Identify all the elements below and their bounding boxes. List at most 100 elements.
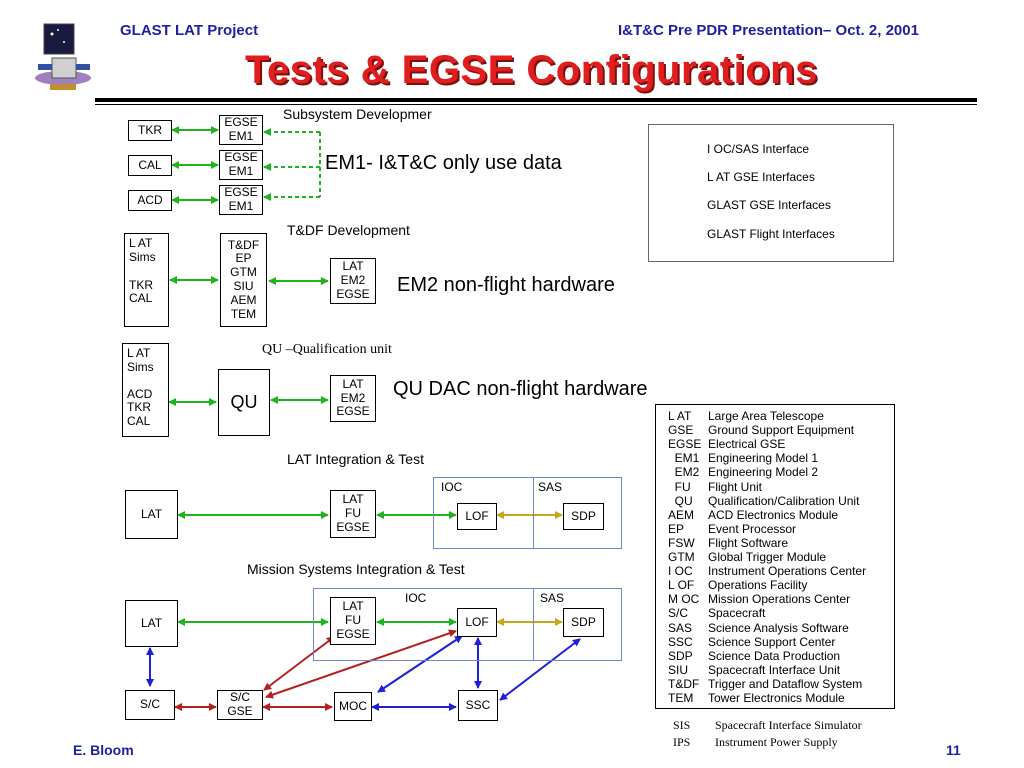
glossary-abbr: EP <box>668 521 685 536</box>
msit-ioc-label: IOC <box>405 591 427 605</box>
title-rule-thick <box>95 98 977 102</box>
egse-line: LAT <box>342 376 364 391</box>
glossary-abbr: FU <box>668 479 691 494</box>
ssc-box: SSC <box>458 690 498 721</box>
author: E. Bloom <box>73 742 134 758</box>
lat-sims-line: L AT <box>129 236 153 250</box>
lat-sims-line: CAL <box>129 291 153 306</box>
interface-legend: I OC/SAS Interface L AT GSE Interfaces G… <box>648 124 894 262</box>
glossary-def: Qualification/Calibration Unit <box>708 493 860 508</box>
glossary-def: Engineering Model 2 <box>708 465 819 480</box>
glossary-def: Science Support Center <box>708 634 836 649</box>
tdf-line: T&DF <box>227 237 260 252</box>
lat-sims-line: L AT <box>127 346 151 360</box>
msit-lat-box: LAT <box>125 600 178 647</box>
glossary-def: Instrument Power Supply <box>715 735 838 749</box>
lat-sims-line: CAL <box>127 414 151 429</box>
egse-line: LAT <box>342 599 364 614</box>
lit-sdp-box: SDP <box>563 503 604 530</box>
lat-em2-egse-box: LAT EM2 EGSE <box>330 258 376 304</box>
msit-sas-label: SAS <box>540 591 565 605</box>
glossary-def: Science Analysis Software <box>708 620 849 635</box>
glossary-abbr: EGSE <box>668 437 702 452</box>
glossary-def: Science Data Production <box>708 648 841 663</box>
qu-note: QU DAC non-flight hardware <box>393 378 648 400</box>
legend-glast-flight: GLAST Flight Interfaces <box>707 227 835 241</box>
sc-box: S/C <box>125 690 175 720</box>
qu-box: QU <box>218 369 270 436</box>
glossary-def: Large Area Telescope <box>708 409 824 423</box>
em1-label: EM1 <box>228 164 254 178</box>
msit-lof-box: LOF <box>457 608 497 637</box>
lat-sims-line: Sims <box>129 249 156 264</box>
egse-em1-box: EGSE EM1 <box>219 185 263 215</box>
presentation-name: I&T&C Pre PDR Presentation– Oct. 2, 2001 <box>618 22 919 39</box>
tdf-line: TEM <box>230 306 257 321</box>
egse-line: EM2 <box>340 390 366 405</box>
glossary-abbr: L AT <box>668 409 692 423</box>
lit-egse-box: LAT FU EGSE <box>330 490 376 538</box>
em1-label: EM1 <box>228 129 254 143</box>
glossary-def: Electrical GSE <box>708 437 786 452</box>
project-name: GLAST LAT Project <box>120 22 259 39</box>
glossary-abbr: GTM <box>668 550 695 564</box>
egse-em1-box: EGSE EM1 <box>219 150 263 180</box>
egse-line: FU <box>345 613 361 628</box>
sc-gse-box: S/C GSE <box>217 690 263 720</box>
glossary-row: EGSE Electrical GSE <box>668 437 785 451</box>
egse-line: EGSE <box>336 286 370 301</box>
glossary-def: Engineering Model 1 <box>708 451 819 466</box>
egse-label: EGSE <box>224 185 258 200</box>
egse-label: EGSE <box>224 115 258 130</box>
glossary-abbr: AEM <box>668 507 695 522</box>
sc-gse-line: GSE <box>227 704 253 718</box>
glossary-def: Ground Support Equipment <box>708 423 855 438</box>
egse-line: LAT <box>342 259 364 274</box>
glossary-def: Operations Facility <box>708 578 808 593</box>
lat-sims-box: L AT Sims TKR CAL <box>124 233 169 327</box>
egse-line: FU <box>345 506 361 521</box>
egse-line: EM2 <box>340 273 366 288</box>
msit-egse-box: LAT FU EGSE <box>330 597 376 645</box>
tkr-box: TKR <box>128 120 172 141</box>
glossary-abbr: SDP <box>668 648 693 663</box>
tdf-line: EP <box>235 251 252 266</box>
glossary-def: Trigger and Dataflow System <box>708 676 863 691</box>
page-number: 11 <box>946 742 961 758</box>
glossary-def: ACD Electronics Module <box>708 507 839 522</box>
glossary-row: SSC Science Support Center <box>668 635 835 649</box>
em2-note: EM2 non-flight hardware <box>397 274 615 296</box>
glossary-def: Spacecraft Interface Simulator <box>715 718 862 732</box>
glossary-abbr: I OC <box>668 564 693 579</box>
lit-sas-label: SAS <box>538 480 563 494</box>
lit-sas-frame <box>533 477 622 549</box>
glossary-abbr: EM2 <box>668 465 700 480</box>
acd-box: ACD <box>128 190 172 211</box>
glast-logo <box>28 20 98 100</box>
glossary-abbr: T&DF <box>668 676 700 691</box>
legend-glast-gse: GLAST GSE Interfaces <box>707 198 831 212</box>
egse-line: EGSE <box>336 404 370 419</box>
qu-egse-box: LAT EM2 EGSE <box>330 375 376 422</box>
glossary-abbr: SSC <box>668 634 693 649</box>
egse-line: LAT <box>342 492 364 507</box>
glossary-abbr: SIU <box>668 662 689 677</box>
glossary-def: Flight Software <box>708 535 789 550</box>
em1-label: EM1 <box>228 199 254 213</box>
sc-gse-line: S/C <box>229 690 250 705</box>
tdf-box: T&DF EP GTM SIU AEM TEM <box>220 233 267 327</box>
